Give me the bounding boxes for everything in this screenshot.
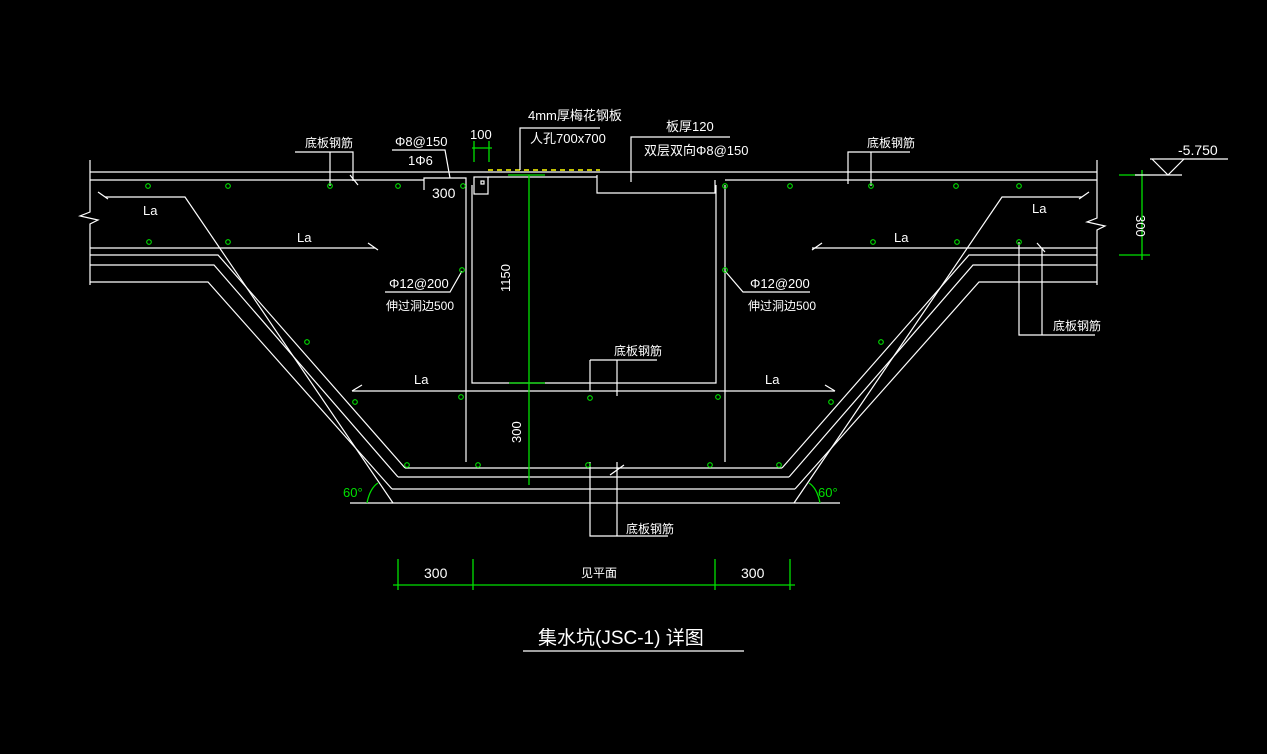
label-angle-right: 60°	[818, 485, 838, 500]
label-wall-rebar-left-note: 伸过洞边500	[386, 299, 454, 313]
label-slab-thickness: 板厚120	[666, 119, 714, 134]
pit-bottom	[350, 384, 840, 504]
label-bottom-rebar-top-right: 底板钢筋	[867, 135, 915, 150]
label-edge-width: 300	[432, 185, 456, 201]
label-wall-rebar-right: Φ12@200	[750, 276, 810, 291]
dimensions	[366, 141, 1228, 590]
label-bottom-dim-left: 300	[424, 565, 448, 581]
top-slab	[77, 160, 1107, 285]
pit-outline-right	[781, 191, 1097, 504]
label-angle-left: 60°	[343, 485, 363, 500]
label-la-2: La	[297, 230, 312, 245]
label-elevation: -5.750	[1178, 142, 1218, 158]
label-wall-rebar-left: Φ12@200	[389, 276, 449, 291]
annotations: 底板钢筋 Φ8@150 1Φ6 300 100 4mm厚梅花钢板 人孔700x7…	[143, 108, 1218, 652]
label-bottom-rebar-bottom: 底板钢筋	[626, 521, 674, 536]
drawing-title: 集水坑(JSC-1) 详图	[538, 627, 704, 649]
label-la-4: La	[894, 230, 909, 245]
label-edge-rebar-spec: Φ8@150	[395, 134, 448, 149]
label-wall-rebar-right-note: 伸过洞边500	[748, 299, 816, 313]
manhole-walls	[423, 175, 726, 537]
label-la-5: La	[414, 372, 429, 387]
label-la-3: La	[1032, 201, 1047, 216]
label-manhole: 人孔700x700	[530, 131, 606, 146]
rebar-dots	[145, 183, 1022, 468]
label-bottom-rebar-top-left: 底板钢筋	[305, 135, 353, 150]
label-cover-plate: 4mm厚梅花钢板	[528, 108, 622, 123]
label-edge-rebar-sub: 1Φ6	[408, 153, 433, 168]
label-slab-dim: 300	[1133, 215, 1148, 237]
label-slab-rebar: 双层双向Φ8@150	[644, 143, 749, 158]
label-depth-dim: 1150	[498, 264, 513, 292]
label-base-dim: 300	[509, 421, 524, 443]
label-bottom-rebar-center: 底板钢筋	[614, 343, 662, 358]
pit-outline-left	[90, 191, 406, 504]
label-bottom-dim-center: 见平面	[581, 566, 617, 580]
leaders	[295, 127, 1095, 336]
label-bottom-dim-right: 300	[741, 565, 765, 581]
label-la-1: La	[143, 203, 158, 218]
label-gap-dim: 100	[470, 127, 492, 142]
label-la-6: La	[765, 372, 780, 387]
label-bottom-rebar-right: 底板钢筋	[1053, 318, 1101, 333]
